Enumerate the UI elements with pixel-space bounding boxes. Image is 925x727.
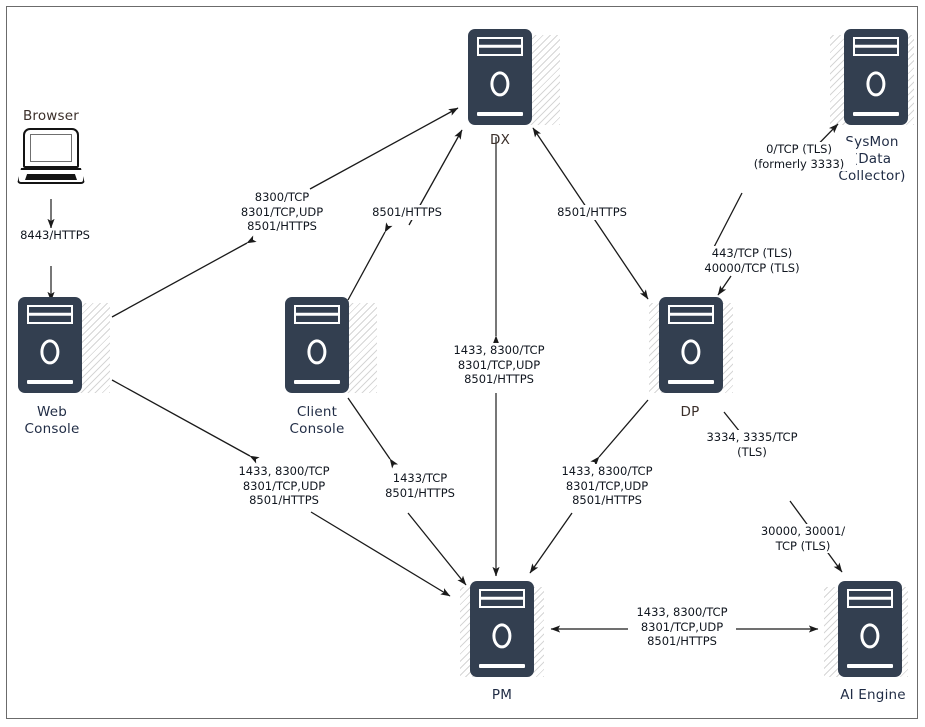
server-tower-icon [838,581,902,677]
server-power-button-icon [866,71,886,97]
edge-label-dp-sysmon: 0/TCP (TLS) (formerly 3333) [742,142,856,171]
node-label-ai-engine: AI Engine [840,687,906,703]
edge-webconsole-dx-upper [309,107,459,190]
node-web-console[interactable] [18,297,110,393]
server-drive-bay-icon [293,304,341,324]
node-label-client-console: Client Console [289,404,345,437]
node-label-pm: PM [491,687,513,703]
server-drive-bay-icon [846,588,894,608]
edge-label-sysmon-dp: 443/TCP (TLS) 40000/TCP (TLS) [688,246,816,275]
server-tower-icon [844,29,908,125]
server-tower-icon [470,581,534,677]
node-sysmon[interactable] [830,29,925,125]
server-power-button-icon [492,623,512,649]
server-power-button-icon [307,339,327,365]
node-label-dx: DX [489,132,511,148]
server-drive-bay-icon [667,304,715,324]
edge-webconsole-pm-upper [111,379,260,464]
edge-label-web-console-dx: 8300/TCP 8301/TCP,UDP 8501/HTTPS [222,190,342,234]
node-dx[interactable] [468,29,560,125]
edge-webconsole-pm-lower [310,511,451,597]
node-label-browser: Browser [22,108,80,124]
server-power-button-icon [490,71,510,97]
laptop-icon [17,128,85,186]
edge-label-dx-dp: 8501/HTTPS [545,205,639,220]
edge-label-client-console-dx: 8501/HTTPS [360,205,454,220]
server-power-button-icon [860,623,880,649]
server-drive-bay-icon [476,36,524,56]
laptop-lid [23,128,79,168]
laptop-keyboard [25,174,77,180]
node-label-sysmon: SysMon (Data Collector) [838,134,906,184]
node-browser[interactable] [17,128,85,186]
node-pm[interactable] [460,581,558,677]
edge-label-pm-ai-engine: 1433, 8300/TCP 8301/TCP,UDP 8501/HTTPS [628,605,736,649]
server-tower-icon [18,297,82,393]
edge-sysmon-dp [717,275,732,296]
edge-dp-sysmon-lower [712,192,743,250]
server-drive-bay-icon [26,304,74,324]
server-slot-icon [293,380,341,385]
server-tower-icon [659,297,723,393]
edge-label-web-console-pm: 1433, 8300/TCP 8301/TCP,UDP 8501/HTTPS [222,464,346,508]
edge-pm-dp-upper [590,399,649,467]
edge-label-dp-ai-upper: 3334, 3335/TCP (TLS) [690,430,814,459]
edge-clientconsole-pm-lower [407,512,467,586]
server-slot-icon [476,112,524,117]
node-label-dp: DP [680,404,700,420]
edge-label-client-console-pm: 1433/TCP 8501/HTTPS [370,471,470,500]
node-client-console[interactable] [285,297,377,393]
server-power-button-icon [681,339,701,365]
server-slot-icon [846,664,894,669]
laptop-screen [30,134,72,162]
server-drive-bay-icon [852,36,900,56]
server-slot-icon [478,664,526,669]
edge-webconsole-dx-lower [111,235,257,318]
edge-pm-dp-lower [529,512,573,574]
edge-label-dp-ai-lower: 30000, 30001/ TCP (TLS) [750,524,856,553]
edge-clientconsole-pm-upper [347,397,399,469]
node-dp[interactable] [649,297,747,393]
server-slot-icon [852,112,900,117]
server-slot-icon [26,380,74,385]
edge-label-pm-dp: 1433, 8300/TCP 8301/TCP,UDP 8501/HTTPS [545,464,669,508]
server-slot-icon [667,380,715,385]
node-ai-engine[interactable] [824,581,924,677]
edge-clientconsole-dx-lower [347,222,393,301]
node-label-web-console: Web Console [24,404,80,437]
server-power-button-icon [40,339,60,365]
server-drive-bay-icon [478,588,526,608]
server-tower-icon [285,297,349,393]
server-tower-icon [468,29,532,125]
edge-label-browser-web-console: 8443/HTTPS [10,228,100,243]
edge-label-dx-pm: 1433, 8300/TCP 8301/TCP,UDP 8501/HTTPS [437,343,561,387]
